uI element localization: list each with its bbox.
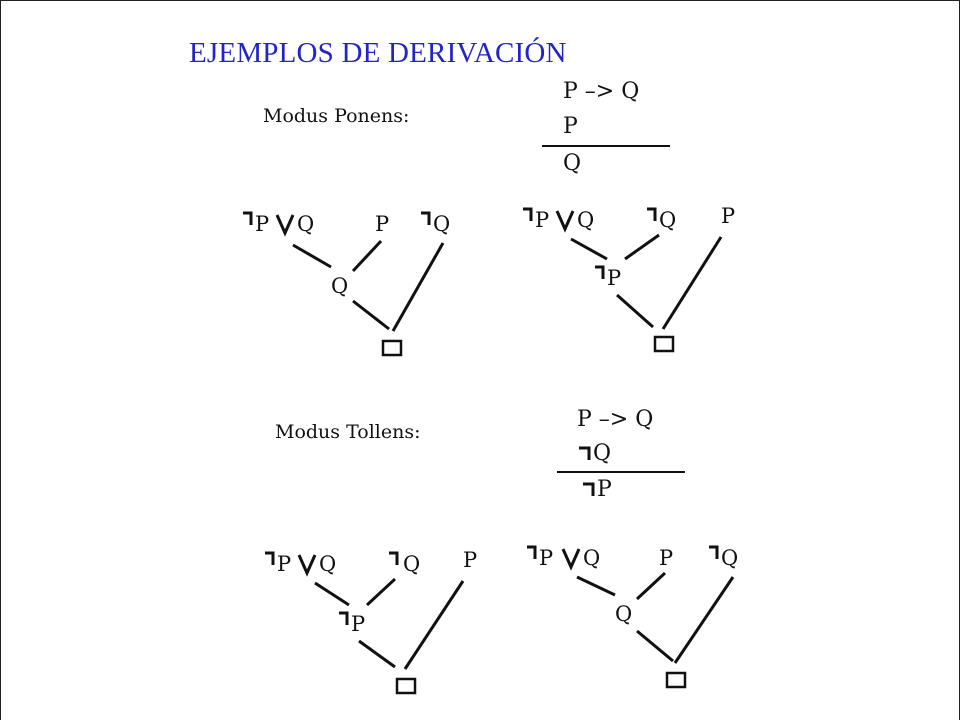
mt-right-leaf-1-p: P	[539, 546, 553, 570]
empty-clause-icon	[381, 339, 403, 357]
negation-icon	[647, 207, 657, 221]
negation-icon	[581, 482, 597, 496]
edge	[635, 571, 667, 601]
edge	[570, 237, 608, 261]
mt-left-leaf-2: Q	[403, 552, 420, 576]
mp-right-leaf-2: Q	[659, 208, 676, 232]
edge	[358, 639, 396, 669]
mt-left-leaf-3: P	[463, 548, 477, 572]
edge	[673, 576, 735, 664]
mt-left-clause-1: P Q	[265, 551, 336, 577]
mp-left-resolvent: Q	[331, 274, 348, 298]
modus-tollens-label: Modus Tollens:	[275, 421, 421, 443]
negation-icon	[527, 545, 537, 559]
edge	[661, 236, 723, 330]
mt-right-leaf-3: Q	[721, 546, 738, 570]
mt-tree-left: P Q Q P P	[265, 548, 477, 695]
negation-icon	[595, 265, 605, 279]
edge	[616, 293, 654, 329]
edge	[624, 233, 660, 261]
mt-right-leaf-3-group: Q	[709, 545, 738, 570]
mp-tree-right: P Q Q P P	[523, 204, 735, 353]
negation-icon	[523, 207, 533, 221]
edge	[403, 580, 465, 670]
mp-tree-left: P Q P Q Q	[243, 211, 450, 357]
mt-left-leaf-1-q: Q	[319, 552, 336, 576]
empty-clause-icon	[653, 335, 675, 353]
edge	[576, 575, 616, 597]
disjunction-icon	[275, 214, 295, 237]
mt-right-leaf-1-q: Q	[583, 546, 600, 570]
mp-right-leaf-1-q: Q	[577, 208, 594, 232]
negation-icon	[421, 211, 431, 225]
mp-right-leaf-3: P	[721, 204, 735, 228]
mp-left-clause-1: P Q	[243, 211, 314, 237]
mp-premise-2: P	[563, 114, 578, 139]
edge	[351, 239, 383, 273]
mp-left-leaf-1-q: Q	[297, 212, 314, 236]
edge	[636, 629, 674, 663]
mt-right-clause-1: P Q	[527, 545, 600, 571]
edge	[292, 243, 332, 269]
mp-right-clause-1: P Q	[523, 207, 594, 233]
mt-tree-right: P Q P Q Q	[527, 545, 738, 689]
mt-left-leaf-1-p: P	[277, 552, 291, 576]
mt-premise-2-group: Q	[577, 441, 611, 466]
negation-icon	[339, 611, 349, 625]
mp-left-leaf-3: Q	[433, 212, 450, 236]
edge	[365, 577, 397, 607]
mp-right-leaf-1-p: P	[535, 208, 549, 232]
negation-icon	[577, 446, 593, 460]
edge	[391, 242, 445, 332]
mp-left-leaf-1-p: P	[255, 212, 269, 236]
negation-icon	[389, 551, 399, 565]
mp-premise-1: P –> Q	[563, 79, 640, 104]
mt-conclusion: P	[597, 477, 612, 502]
mp-left-leaf-3-group: Q	[421, 211, 450, 236]
empty-clause-icon	[395, 677, 417, 695]
mp-conclusion: Q	[563, 151, 582, 176]
disjunction-icon	[555, 210, 575, 233]
mt-left-resolvent: P	[351, 612, 365, 636]
disjunction-icon	[297, 554, 317, 577]
mt-inference-line	[557, 471, 685, 473]
mt-left-leaf-2-group: Q	[389, 551, 420, 576]
mt-conclusion-group: P	[581, 477, 612, 502]
negation-icon	[243, 211, 253, 225]
mt-right-resolvent: Q	[615, 602, 632, 626]
negation-icon	[265, 551, 275, 565]
mt-right-leaf-2: P	[659, 546, 673, 570]
mt-premise-2: Q	[593, 441, 612, 466]
mp-right-resolvent: P	[607, 266, 621, 290]
disjunction-icon	[561, 548, 581, 571]
edge	[352, 299, 390, 331]
mt-premise-1: P –> Q	[577, 407, 654, 432]
negation-icon	[709, 545, 719, 559]
modus-ponens-label: Modus Ponens:	[263, 105, 410, 127]
mp-right-leaf-2-group: Q	[647, 207, 676, 232]
mp-inference-line	[542, 145, 670, 147]
mp-left-leaf-2: P	[375, 212, 389, 236]
page-title: EJEMPLOS DE DERIVACIÓN	[189, 37, 567, 69]
empty-clause-icon	[665, 671, 687, 689]
edge	[314, 581, 350, 607]
